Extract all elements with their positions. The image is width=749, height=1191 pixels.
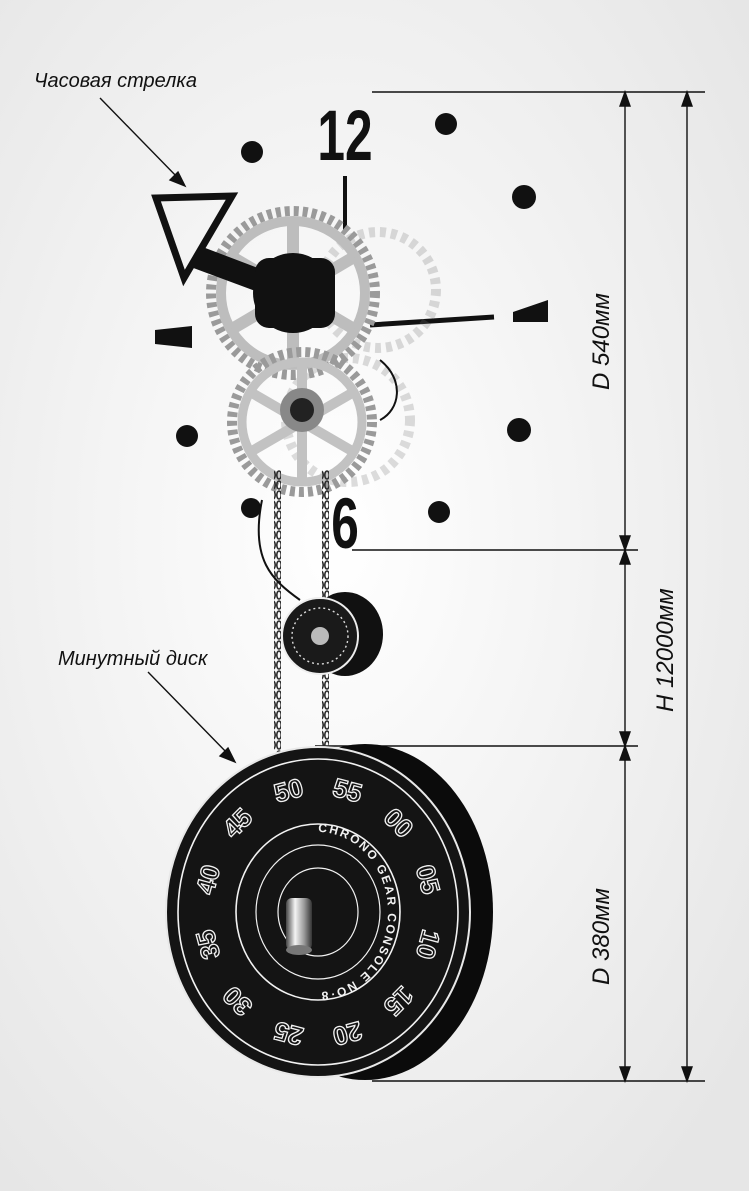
dimension-disc-diameter: D 380мм xyxy=(588,888,615,985)
center-rod xyxy=(369,314,495,328)
hour-hand-icon xyxy=(151,192,335,328)
cable-right xyxy=(379,359,398,421)
minute-disc xyxy=(165,744,493,1080)
numeral-12: 12 xyxy=(317,96,372,176)
numeral-6: 6 xyxy=(331,484,359,564)
minute-disc-callout: Минутный диск xyxy=(58,648,208,670)
hour-markers xyxy=(155,113,548,523)
hour-hand-callout: Часовая стрелка xyxy=(34,70,197,92)
dimension-clock-diameter: D 540мм xyxy=(588,293,615,390)
dimension-total-height: H 12000мм xyxy=(652,588,679,712)
small-counterweight xyxy=(281,592,383,676)
cable xyxy=(257,499,301,601)
callout-arrows xyxy=(99,97,237,764)
lower-gear xyxy=(227,347,377,497)
